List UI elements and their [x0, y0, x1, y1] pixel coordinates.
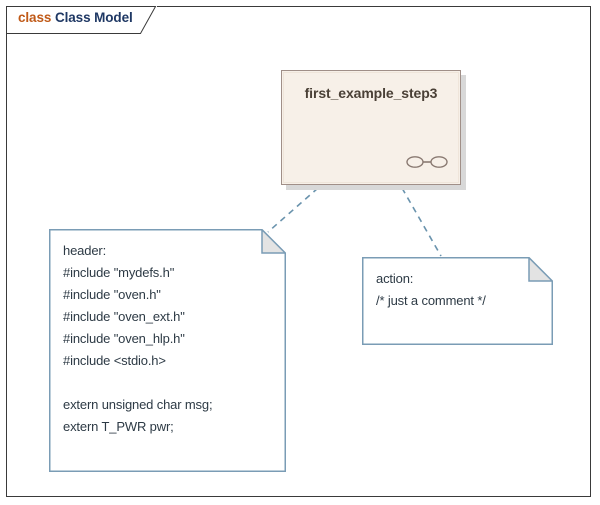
note-action[interactable]: action: /* just a comment */ [362, 257, 553, 345]
diagram-title-name: Class Model [54, 10, 133, 25]
diagram-title-keyword: class [18, 10, 52, 25]
diagram-title-label: class Class Model [18, 10, 133, 25]
diagram-title-tab[interactable]: class Class Model [6, 6, 158, 34]
diagram-frame [6, 6, 591, 497]
class-box-first-example-step3[interactable]: first_example_step3 [281, 70, 461, 185]
note-header[interactable]: header: #include "mydefs.h" #include "ov… [49, 229, 286, 472]
note-header-shape [49, 229, 286, 472]
class-box-inner-border [283, 72, 459, 183]
note-action-shape [362, 257, 553, 345]
class-name-label: first_example_step3 [304, 85, 438, 101]
note-action-text: action: /* just a comment */ [376, 271, 486, 308]
link-ellipses-icon [406, 156, 448, 168]
frame-tab-mask [7, 0, 157, 7]
note-header-text: header: #include "mydefs.h" #include "ov… [63, 243, 213, 434]
title-tab-shape [6, 6, 157, 34]
